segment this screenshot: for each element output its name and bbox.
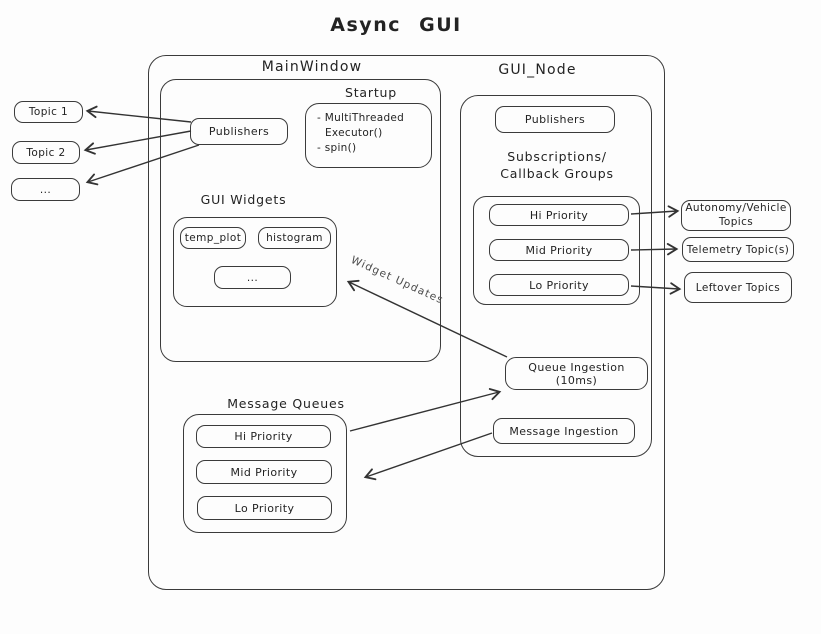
- subscriptions-label-line1: Subscriptions/: [507, 149, 607, 164]
- topic-2-node: Topic 2: [12, 141, 80, 164]
- telemetry-topics-node: Telemetry Topic(s): [682, 237, 794, 262]
- topic-ellipsis-node: ...: [11, 178, 80, 201]
- message-ingestion-node: Message Ingestion: [493, 418, 635, 444]
- subscriptions-label-line2: Callback Groups: [500, 165, 614, 181]
- sub-mid-priority-node: Mid Priority: [489, 239, 629, 261]
- startup-body: - MultiThreaded Executor() - spin(): [306, 104, 431, 167]
- startup-label: Startup: [345, 85, 397, 100]
- outer-frame: [148, 55, 665, 590]
- gui-node-label: GUI_Node: [498, 62, 577, 78]
- autonomy-vehicle-topics-node: Autonomy/Vehicle Topics: [681, 200, 791, 231]
- startup-line: - MultiThreaded: [317, 112, 405, 124]
- diagram-title: Async GUI: [330, 14, 462, 36]
- message-queues-label: Message Queues: [227, 396, 345, 411]
- sub-lo-priority-node: Lo Priority: [489, 274, 629, 296]
- topic-1-node: Topic 1: [14, 101, 83, 123]
- mainwindow-publishers-node: Publishers: [190, 118, 288, 145]
- gui-node-frame: [460, 95, 652, 457]
- mq-mid-priority-node: Mid Priority: [196, 460, 332, 484]
- main-window-label: MainWindow: [261, 59, 363, 75]
- subscriptions-label: Subscriptions/ Callback Groups: [474, 149, 640, 183]
- startup-node: - MultiThreaded Executor() - spin(): [305, 103, 432, 168]
- mq-hi-priority-node: Hi Priority: [196, 425, 331, 448]
- main-window-frame: [160, 79, 441, 362]
- sub-hi-priority-node: Hi Priority: [489, 204, 629, 226]
- queue-ingestion-node: Queue Ingestion (10ms): [505, 357, 648, 390]
- leftover-topics-node: Leftover Topics: [684, 272, 792, 303]
- widgets-ellipsis-node: ...: [214, 266, 291, 289]
- gui-widgets-frame: [173, 217, 337, 307]
- startup-line: - spin(): [317, 142, 357, 155]
- mq-lo-priority-node: Lo Priority: [197, 496, 332, 520]
- histogram-node: histogram: [258, 227, 331, 249]
- temp-plot-node: temp_plot: [180, 227, 246, 249]
- message-queues-frame: [183, 414, 347, 533]
- guinode-publishers-node: Publishers: [495, 106, 615, 133]
- startup-line: Executor(): [325, 127, 383, 140]
- gui-widgets-label: GUI Widgets: [200, 192, 287, 207]
